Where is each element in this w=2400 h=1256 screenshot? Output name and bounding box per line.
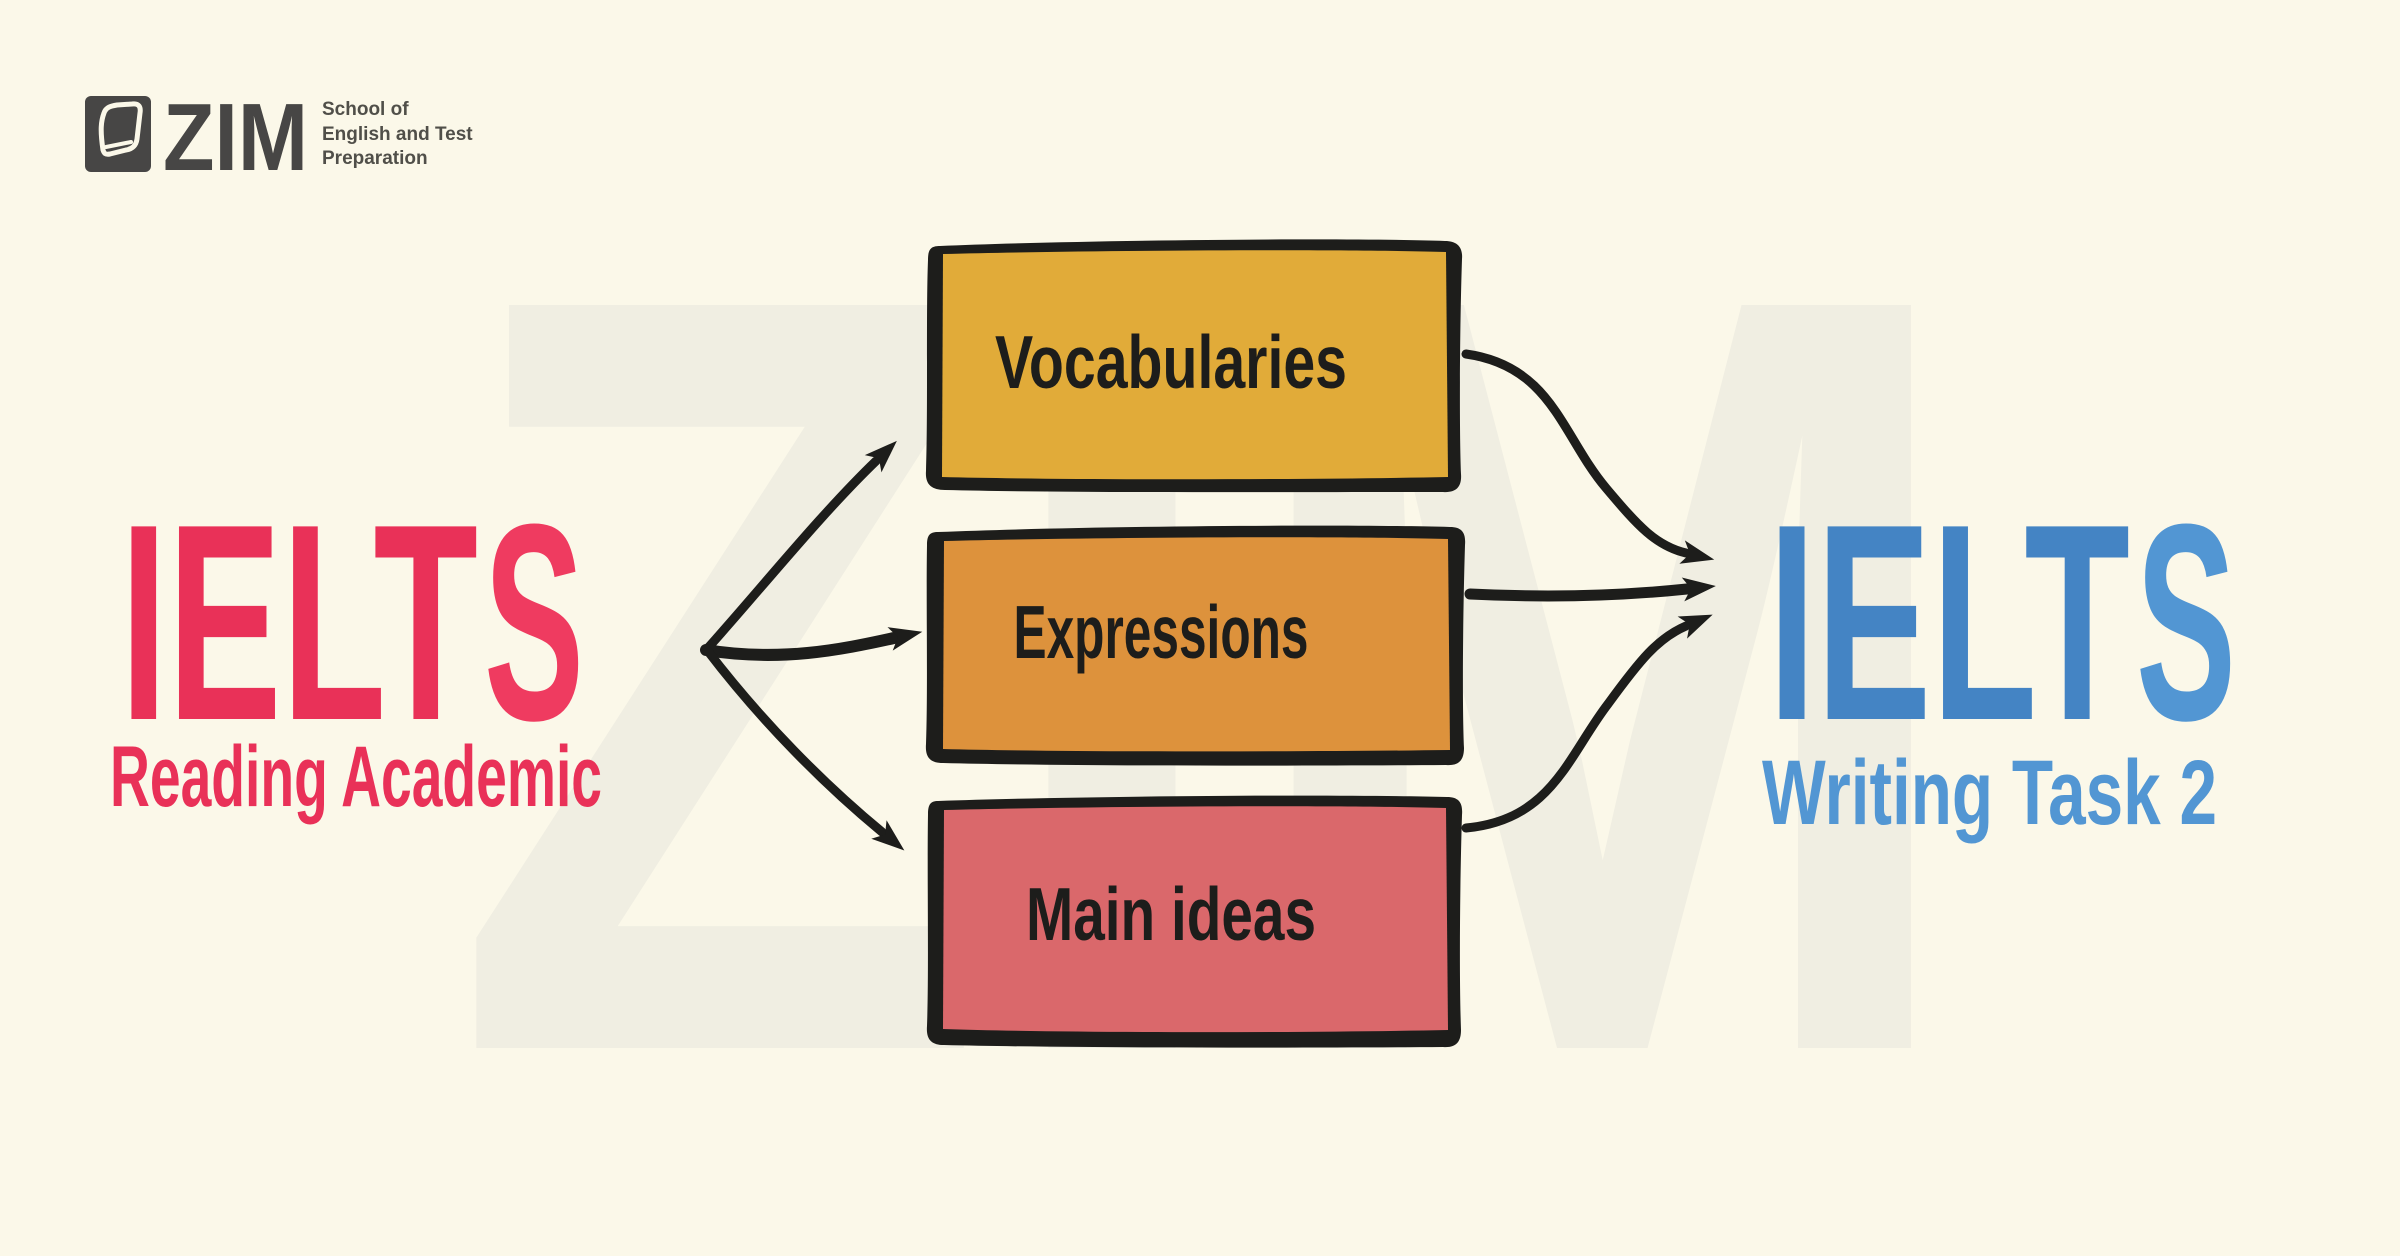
right-title-last: S (2136, 467, 2236, 779)
right-heading: IELT S Writing Task 2 (1762, 467, 2236, 844)
box-vocabularies-fill (942, 250, 1448, 480)
arrow-vocabularies-to-right (1461, 349, 1715, 564)
logo-tagline-line1: School of (322, 99, 409, 120)
left-subtitle: Reading Academic (110, 729, 602, 825)
arrow-main-ideas-to-right (1461, 614, 1713, 833)
logo-tagline-line2: English and Test (322, 124, 473, 145)
box-main-ideas-label: Main ideas (1026, 872, 1316, 956)
box-expressions-label: Expressions (1014, 590, 1309, 674)
left-heading: IELT S Reading Academic (110, 467, 602, 825)
left-title-last: S (484, 467, 584, 779)
box-vocabularies: Vocabularies (925, 239, 1463, 493)
box-expressions: Expressions (925, 525, 1466, 766)
arrow-left-to-vocabularies (702, 440, 897, 654)
logo-brand-text: ZIM (163, 84, 308, 191)
box-expressions-fill (943, 537, 1450, 752)
box-main-ideas: Main ideas (926, 795, 1463, 1048)
box-main-ideas-fill (943, 806, 1448, 1033)
right-title-main: IELT (1768, 467, 2130, 779)
arrow-left-to-expressions (700, 627, 923, 661)
logo-tagline-line3: Preparation (322, 148, 428, 169)
left-arrows (700, 440, 923, 851)
zim-logo: ZIM School of English and Test Preparati… (85, 84, 473, 191)
box-vocabularies-label: Vocabularies (995, 320, 1347, 404)
right-arrows (1461, 349, 1716, 833)
zim-book-icon (98, 101, 143, 157)
arrow-expressions-to-right (1464, 577, 1716, 602)
arrow-left-to-main-ideas (702, 645, 905, 851)
right-subtitle: Writing Task 2 (1762, 742, 2217, 844)
left-title-main: IELT (120, 467, 478, 779)
